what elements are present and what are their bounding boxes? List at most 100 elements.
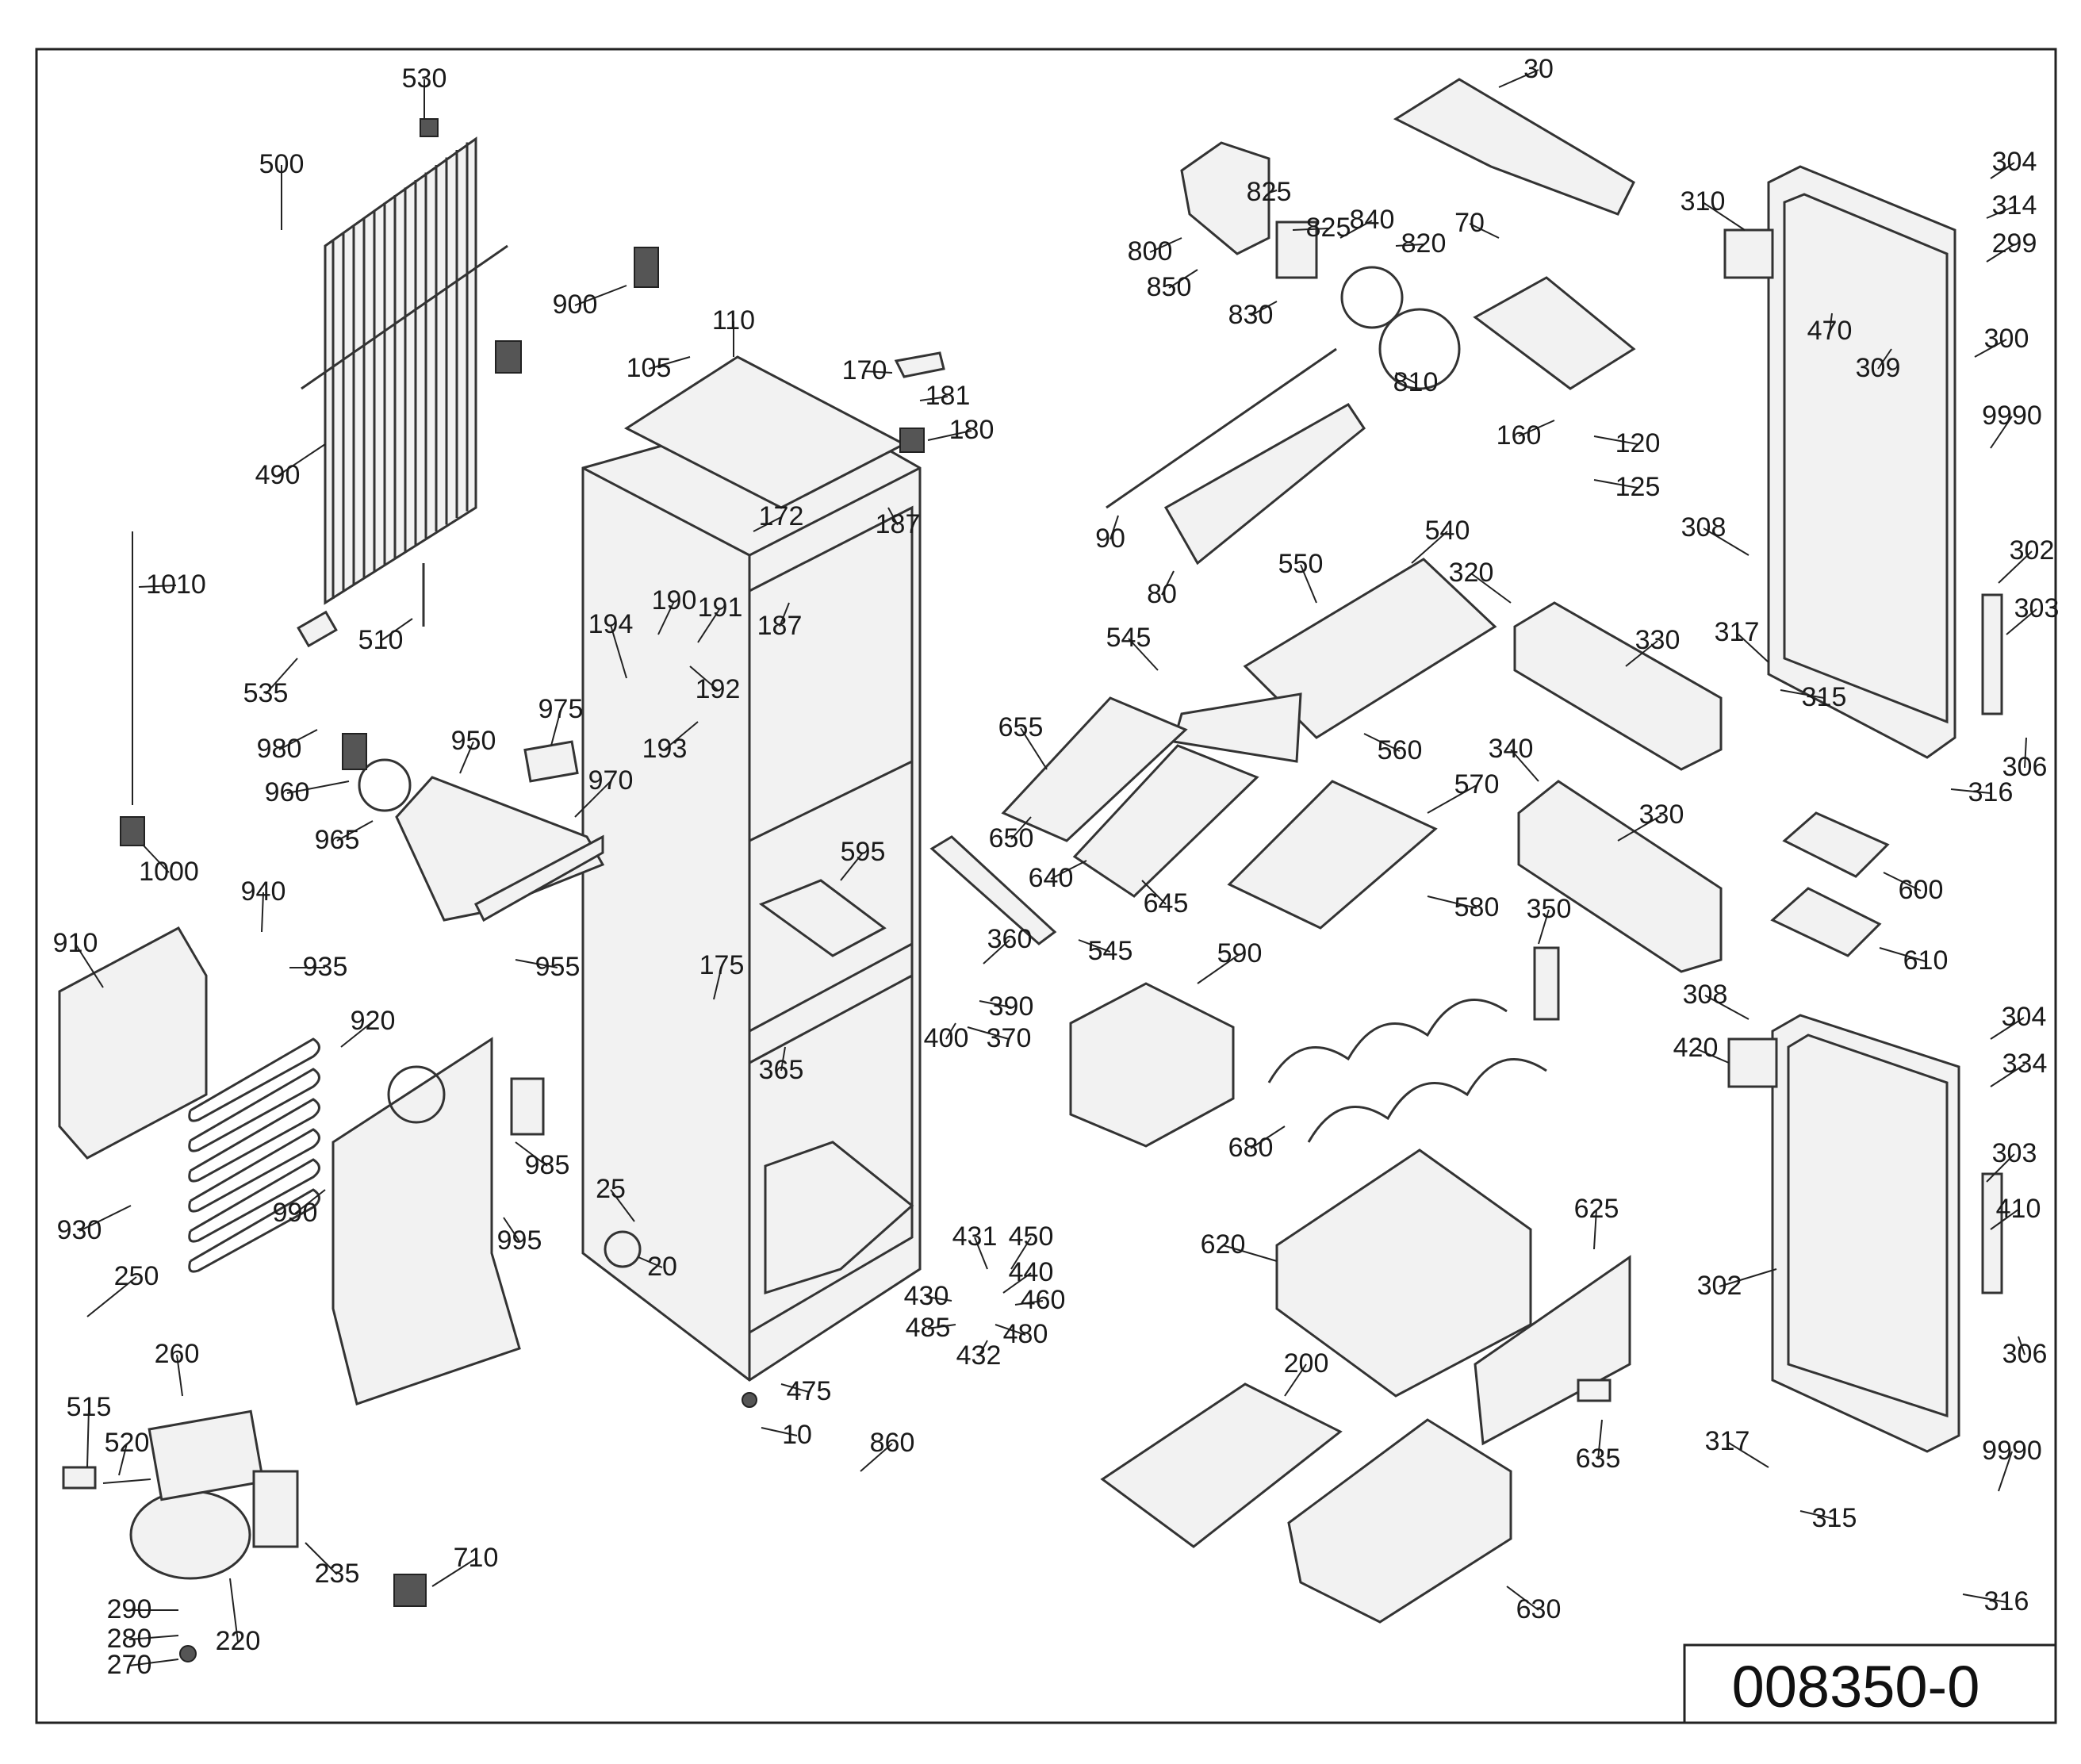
callout-910: 910	[53, 928, 98, 958]
leader-line	[887, 507, 899, 526]
leader-line	[864, 370, 893, 374]
leader-line	[1250, 1126, 1286, 1149]
callout-160: 160	[1497, 420, 1542, 451]
callout-316: 316	[1984, 1586, 2029, 1616]
leader-line	[927, 1324, 956, 1329]
callout-10: 10	[782, 1420, 812, 1450]
callout-labels: 5305004905105351010100090091094093592093…	[53, 54, 2060, 1680]
leader-line	[713, 965, 722, 1000]
callout-995: 995	[497, 1225, 542, 1256]
leader-line	[657, 600, 675, 635]
callout-610: 610	[1903, 945, 1949, 976]
leader-line	[1883, 872, 1922, 892]
callout-640: 640	[1029, 863, 1074, 893]
callout-560: 560	[1378, 735, 1423, 765]
leader-line	[1695, 1048, 1730, 1064]
callout-320: 320	[1449, 558, 1494, 588]
leader-line	[664, 721, 699, 750]
cabinet-body	[581, 403, 922, 1382]
leader-line	[1597, 1419, 1603, 1460]
callout-600: 600	[1899, 875, 1944, 905]
leader-line	[697, 608, 721, 643]
callout-250: 250	[114, 1261, 159, 1291]
leader-line	[926, 1296, 952, 1302]
callout-193: 193	[642, 734, 688, 764]
title-block	[1683, 1643, 2057, 1724]
leader-line	[1703, 527, 1749, 556]
leader-line	[919, 396, 949, 401]
callout-810: 810	[1393, 367, 1439, 397]
callout-299: 299	[1992, 228, 2037, 259]
leader-line	[840, 852, 864, 881]
callout-187: 187	[876, 509, 921, 539]
callout-314: 314	[1992, 190, 2037, 220]
leader-line	[1593, 479, 1638, 489]
callout-625: 625	[1574, 1194, 1619, 1224]
leader-line	[118, 1443, 128, 1476]
callout-30: 30	[1523, 54, 1554, 84]
leader-line	[1950, 788, 1991, 794]
callout-235: 235	[315, 1559, 360, 1589]
leader-line	[1990, 1064, 2025, 1087]
callout-420: 420	[1673, 1033, 1719, 1063]
callout-840: 840	[1350, 205, 1395, 235]
leader-line	[648, 356, 691, 370]
callout-200: 200	[1284, 1348, 1329, 1379]
leader-line	[995, 1324, 1026, 1336]
leader-line	[1010, 1237, 1032, 1270]
leader-line	[1078, 939, 1111, 953]
leader-line	[431, 1558, 477, 1587]
callout-330: 330	[1639, 800, 1684, 830]
leader-line	[1538, 909, 1550, 945]
callout-360: 360	[987, 924, 1033, 954]
callout-25: 25	[596, 1174, 626, 1204]
callout-985: 985	[525, 1150, 570, 1180]
leader-line	[610, 1189, 635, 1222]
callout-125: 125	[1615, 472, 1661, 502]
callout-191: 191	[698, 592, 743, 623]
leader-line	[2018, 1336, 2025, 1356]
leader-line	[1990, 162, 2015, 179]
callout-710: 710	[454, 1543, 499, 1573]
leader-line	[974, 1237, 988, 1270]
leader-line	[278, 729, 318, 750]
leader-line	[1625, 640, 1658, 667]
callout-825: 825	[1306, 213, 1351, 243]
callout-303: 303	[2014, 593, 2060, 623]
leader-line	[945, 1022, 956, 1040]
leader-line	[638, 1256, 663, 1268]
leader-line	[1877, 348, 1892, 370]
leader-line	[1986, 205, 2015, 219]
callout-308: 308	[1681, 512, 1727, 543]
callout-480: 480	[1003, 1319, 1048, 1349]
leader-line	[503, 1217, 520, 1242]
leader-line	[277, 443, 326, 477]
leader-line	[515, 1141, 548, 1167]
leader-line	[761, 1427, 798, 1436]
leader-line	[550, 709, 561, 746]
leader-line	[261, 892, 264, 933]
callout-302: 302	[2010, 535, 2055, 566]
callout-680: 680	[1228, 1133, 1274, 1163]
leader-line	[459, 741, 474, 774]
callout-590: 590	[1217, 938, 1263, 968]
callout-20: 20	[647, 1252, 677, 1282]
callout-315: 315	[1812, 1503, 1857, 1533]
leader-line	[1168, 269, 1198, 289]
leader-line	[1469, 223, 1500, 239]
callout-950: 950	[451, 726, 496, 756]
callout-830: 830	[1228, 300, 1274, 330]
callout-515: 515	[67, 1392, 112, 1422]
leader-line	[1990, 1017, 2025, 1040]
callout-175: 175	[699, 950, 745, 980]
leader-line	[1470, 573, 1512, 604]
callout-370: 370	[987, 1023, 1032, 1053]
leader-line	[1704, 995, 1749, 1020]
callout-595: 595	[841, 837, 886, 867]
leader-line	[1617, 815, 1662, 842]
callout-431: 431	[952, 1221, 998, 1252]
callout-90: 90	[1095, 523, 1125, 554]
leader-line	[1780, 689, 1825, 699]
callout-920: 920	[351, 1006, 396, 1036]
callout-290: 290	[107, 1594, 152, 1624]
